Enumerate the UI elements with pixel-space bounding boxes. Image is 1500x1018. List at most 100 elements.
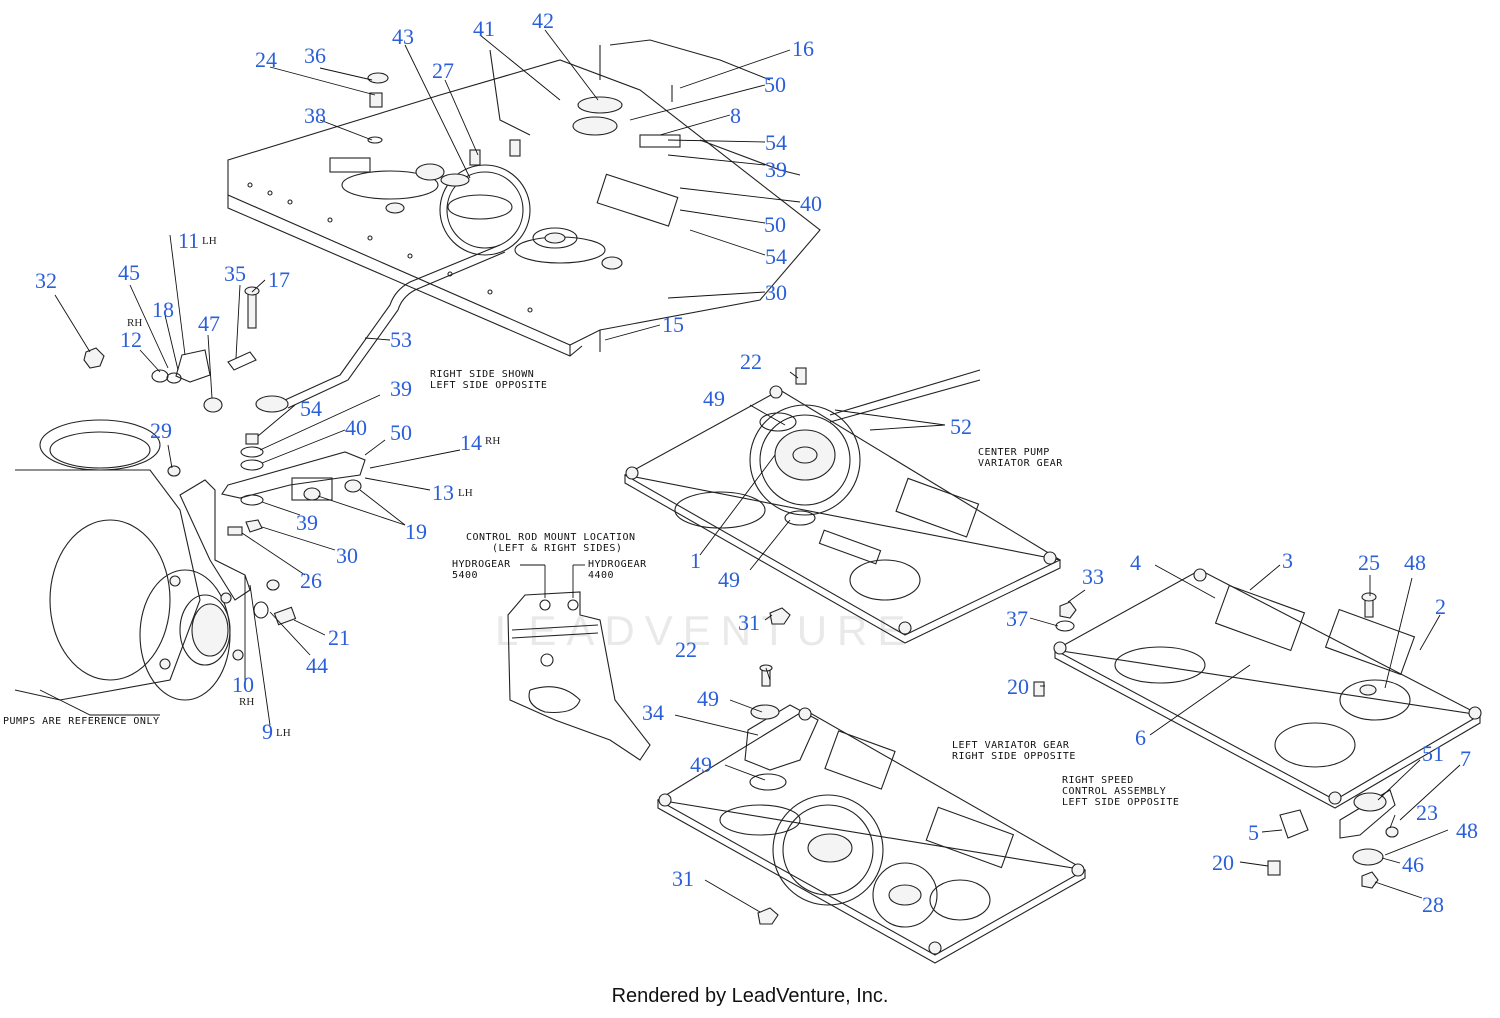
callout-16[interactable]: 16 (792, 36, 814, 61)
callout-29[interactable]: 29 (150, 418, 172, 443)
callout-33[interactable]: 33 (1082, 564, 1104, 589)
callout-11-suffix: LH (202, 235, 217, 247)
control-arm-assembly (221, 433, 366, 533)
callout-46[interactable]: 46 (1402, 852, 1424, 877)
callout-9[interactable]: 9 (262, 719, 273, 744)
callout-49b[interactable]: 49 (718, 567, 740, 592)
callout-52[interactable]: 52 (950, 414, 972, 439)
callout-54b[interactable]: 54 (765, 244, 787, 269)
callout-4[interactable]: 4 (1130, 550, 1141, 575)
callout-39c[interactable]: 39 (296, 510, 318, 535)
callout-34[interactable]: 34 (642, 700, 664, 725)
note-left-side-opposite-2: LEFT SIDE OPPOSITE (1062, 797, 1179, 808)
callout-6[interactable]: 6 (1135, 725, 1146, 750)
callout-25[interactable]: 25 (1358, 550, 1380, 575)
callout-42[interactable]: 42 (532, 8, 554, 33)
callout-22b[interactable]: 22 (675, 637, 697, 662)
callout-43[interactable]: 43 (392, 24, 414, 49)
callout-54a[interactable]: 54 (765, 130, 787, 155)
note-hydrogear-4400-model: 4400 (588, 570, 614, 581)
callout-36[interactable]: 36 (304, 43, 326, 68)
callout-12[interactable]: 12 (120, 327, 142, 352)
callout-17[interactable]: 17 (268, 267, 290, 292)
callout-54c[interactable]: 54 (300, 396, 322, 421)
note-right-side-opposite: RIGHT SIDE OPPOSITE (952, 751, 1076, 762)
callout-24[interactable]: 24 (255, 47, 277, 72)
callout-22a[interactable]: 22 (740, 349, 762, 374)
callout-14-suffix: RH (485, 435, 500, 447)
callout-5[interactable]: 5 (1248, 820, 1259, 845)
callout-30b[interactable]: 30 (336, 543, 358, 568)
callout-8[interactable]: 8 (730, 103, 741, 128)
note-hydrogear-5400: HYDROGEAR (452, 559, 511, 570)
callout-19[interactable]: 19 (405, 519, 427, 544)
callout-49c[interactable]: 49 (697, 686, 719, 711)
note-control-assembly: CONTROL ASSEMBLY (1062, 786, 1166, 797)
control-rod-mount-bracket (507, 565, 651, 761)
callout-7[interactable]: 7 (1460, 746, 1471, 771)
note-right-speed: RIGHT SPEED (1062, 775, 1134, 786)
callout-45[interactable]: 45 (118, 260, 140, 285)
callout-28[interactable]: 28 (1422, 892, 1444, 917)
callout-40b[interactable]: 40 (345, 415, 367, 440)
callout-numbers: 1 2 3 4 5 6 7 8 9 LH 10 RH 11 LH 12 RH 1… (35, 8, 1478, 917)
callout-12-suffix: RH (127, 317, 142, 329)
callout-39a[interactable]: 39 (765, 157, 787, 182)
note-center-pump: CENTER PUMP (978, 447, 1050, 458)
callout-27[interactable]: 27 (432, 58, 454, 83)
note-left-side-opposite: LEFT SIDE OPPOSITE (430, 380, 547, 391)
callout-35[interactable]: 35 (224, 261, 246, 286)
note-right-side-shown: RIGHT SIDE SHOWN (430, 369, 534, 380)
center-pump-plate (623, 367, 1062, 644)
callout-32[interactable]: 32 (35, 268, 57, 293)
callout-3[interactable]: 3 (1282, 548, 1293, 573)
callout-50a[interactable]: 50 (764, 72, 786, 97)
callout-20b[interactable]: 20 (1212, 850, 1234, 875)
callout-23[interactable]: 23 (1416, 800, 1438, 825)
callout-11[interactable]: 11 (178, 228, 199, 253)
watermark-text: LEADVENTURE (495, 607, 915, 654)
callout-40a[interactable]: 40 (800, 191, 822, 216)
note-variator-gear: VARIATOR GEAR (978, 458, 1063, 469)
callout-37[interactable]: 37 (1006, 606, 1028, 631)
callout-2[interactable]: 2 (1435, 594, 1446, 619)
callout-49d[interactable]: 49 (690, 752, 712, 777)
callout-50b[interactable]: 50 (764, 212, 786, 237)
callout-26[interactable]: 26 (300, 568, 322, 593)
leader-lines (54, 29, 1461, 913)
callout-14[interactable]: 14 (460, 430, 482, 455)
callout-13-suffix: LH (458, 487, 473, 499)
callout-41[interactable]: 41 (473, 16, 495, 41)
callout-48b[interactable]: 48 (1456, 818, 1478, 843)
callout-44[interactable]: 44 (306, 653, 328, 678)
callout-13[interactable]: 13 (432, 480, 454, 505)
callout-47[interactable]: 47 (198, 311, 220, 336)
left-bracket-parts (83, 286, 260, 413)
note-pumps-reference: PUMPS ARE REFERENCE ONLY (3, 716, 160, 727)
transmission-hub (14, 419, 297, 716)
callout-48a[interactable]: 48 (1404, 550, 1426, 575)
control-rod-53 (255, 244, 506, 413)
callout-30a[interactable]: 30 (765, 280, 787, 305)
callout-21[interactable]: 21 (328, 625, 350, 650)
note-hydrogear-4400: HYDROGEAR (588, 559, 647, 570)
callout-38[interactable]: 38 (304, 103, 326, 128)
footer-credit: Rendered by LeadVenture, Inc. (611, 985, 889, 1007)
callout-49a[interactable]: 49 (703, 386, 725, 411)
right-speed-control-plate (1033, 568, 1482, 889)
callout-51[interactable]: 51 (1422, 741, 1444, 766)
callout-20a[interactable]: 20 (1007, 674, 1029, 699)
callout-18[interactable]: 18 (152, 297, 174, 322)
callout-10-suffix: RH (239, 696, 254, 708)
callout-10[interactable]: 10 (232, 672, 254, 697)
callout-50c[interactable]: 50 (390, 420, 412, 445)
note-hydrogear-5400-model: 5400 (452, 570, 478, 581)
callout-31a[interactable]: 31 (738, 610, 760, 635)
top-plate-assembly (227, 39, 821, 357)
callout-31b[interactable]: 31 (672, 866, 694, 891)
callout-39b[interactable]: 39 (390, 376, 412, 401)
callout-1[interactable]: 1 (690, 548, 701, 573)
callout-53[interactable]: 53 (390, 327, 412, 352)
callout-15[interactable]: 15 (662, 312, 684, 337)
